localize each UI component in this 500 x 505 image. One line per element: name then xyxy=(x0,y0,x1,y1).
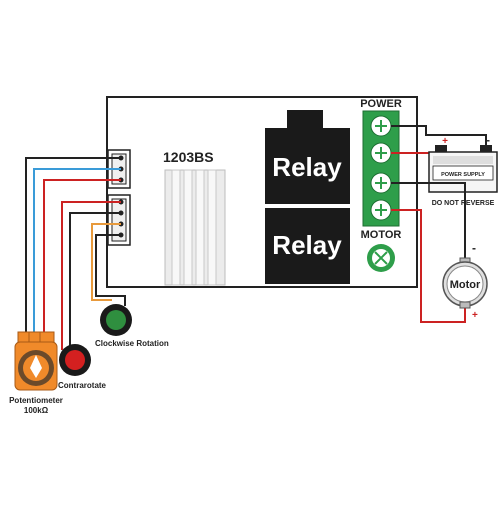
motor-indicator-icon xyxy=(367,244,395,272)
contrarotate-button xyxy=(59,344,91,376)
pot-wires xyxy=(25,157,121,335)
board-model-label: 1203BS xyxy=(163,149,214,165)
motor-label: Motor xyxy=(450,279,481,291)
motor-plus-sign: + xyxy=(472,310,478,321)
power-label: POWER xyxy=(360,98,402,110)
relay-top-label: Relay xyxy=(272,152,342,182)
power-terminal-block xyxy=(362,110,400,227)
clockwise-label: Clockwise Rotation xyxy=(95,339,169,348)
battery-plus-sign: + xyxy=(442,136,448,147)
button-wires xyxy=(61,201,126,350)
relay-bottom: Relay xyxy=(265,208,350,284)
button-connector xyxy=(107,194,131,246)
motor: Motor xyxy=(442,257,488,309)
potentiometer xyxy=(14,331,58,391)
relay-top: Relay xyxy=(265,110,350,204)
contrarotate-label: Contrarotate xyxy=(58,381,107,390)
heatsink xyxy=(164,169,226,286)
motor-terminal-label: MOTOR xyxy=(361,229,402,241)
pot-label-line1: Potentiometer xyxy=(9,396,63,405)
pot-label-line2: 100kΩ xyxy=(24,406,49,415)
battery-warning-label: DO NOT REVERSE xyxy=(432,200,495,207)
battery: POWER SUPPLY xyxy=(428,145,498,193)
relay-bottom-label: Relay xyxy=(272,230,342,260)
motor-minus-sign: - xyxy=(472,241,476,255)
battery-minus-sign: - xyxy=(486,133,490,147)
clockwise-button xyxy=(100,304,132,336)
battery-label: POWER SUPPLY xyxy=(441,172,485,178)
motor-wires xyxy=(391,182,466,323)
